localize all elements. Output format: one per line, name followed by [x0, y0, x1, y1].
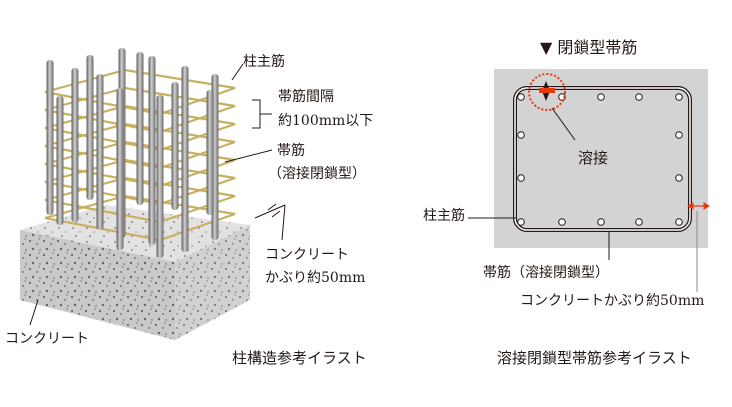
hoop-leader — [224, 149, 273, 163]
label-hoop-spacing-1: 帯筋間隔 — [278, 88, 334, 105]
main-bar — [86, 55, 94, 200]
main-bar-section — [597, 93, 605, 101]
main-bar-section — [558, 218, 566, 226]
main-bar-leader — [231, 63, 244, 81]
main-bar — [171, 82, 179, 210]
label-weld: 溶接 — [578, 149, 608, 167]
main-bar — [148, 56, 156, 245]
main-bar-section — [517, 93, 525, 101]
main-bar — [156, 95, 164, 258]
rebar-cage — [44, 48, 236, 258]
main-bar-section — [517, 218, 525, 226]
label-hoop-1: 帯筋 — [277, 142, 305, 159]
label-hoop-spacing-2: 約100mm以下 — [278, 113, 373, 129]
main-bar — [96, 74, 104, 230]
concrete-leader — [29, 299, 39, 326]
cover-arrow-icon — [687, 202, 710, 210]
main-bar-section — [597, 218, 605, 226]
main-bar — [206, 90, 214, 215]
label-hoop-right: 帯筋（溶接閉鎖型） — [483, 264, 609, 281]
right-title: ▼ 閉鎖型帯筋 — [540, 38, 637, 57]
label-cover-1: コンクリート — [265, 247, 349, 263]
weld-leader — [551, 107, 576, 141]
main-bar-section — [635, 218, 643, 226]
spacing-bracket — [252, 99, 261, 129]
main-bar-section — [517, 131, 525, 139]
weld-mark — [528, 73, 566, 111]
left-caption: 柱構造参考イラスト — [232, 349, 367, 367]
main-bar-section — [517, 174, 525, 182]
main-bar-section — [675, 131, 683, 139]
label-hoop-2: （溶接閉鎖型） — [268, 165, 366, 182]
label-cover-right: コンクリートかぶり約50mm — [520, 293, 704, 309]
main-bar-section — [675, 93, 683, 101]
main-bar — [46, 60, 54, 215]
label-concrete: コンクリート — [5, 331, 89, 347]
label-main-bar-right: 柱主筋 — [423, 207, 465, 224]
main-bar-section — [675, 218, 683, 226]
main-bar — [71, 68, 79, 222]
main-bar — [116, 88, 124, 250]
main-bar — [181, 66, 189, 252]
cover-leader — [254, 204, 286, 219]
main-bar-section — [675, 174, 683, 182]
main-bars — [517, 93, 683, 226]
main-bar — [56, 96, 64, 225]
main-bar-section — [635, 93, 643, 101]
right-caption: 溶接閉鎖型帯筋参考イラスト — [497, 349, 692, 367]
main-bar — [136, 52, 144, 205]
label-main-bar: 柱主筋 — [243, 53, 285, 70]
label-cover-2: かぶり約50mm — [265, 270, 365, 286]
